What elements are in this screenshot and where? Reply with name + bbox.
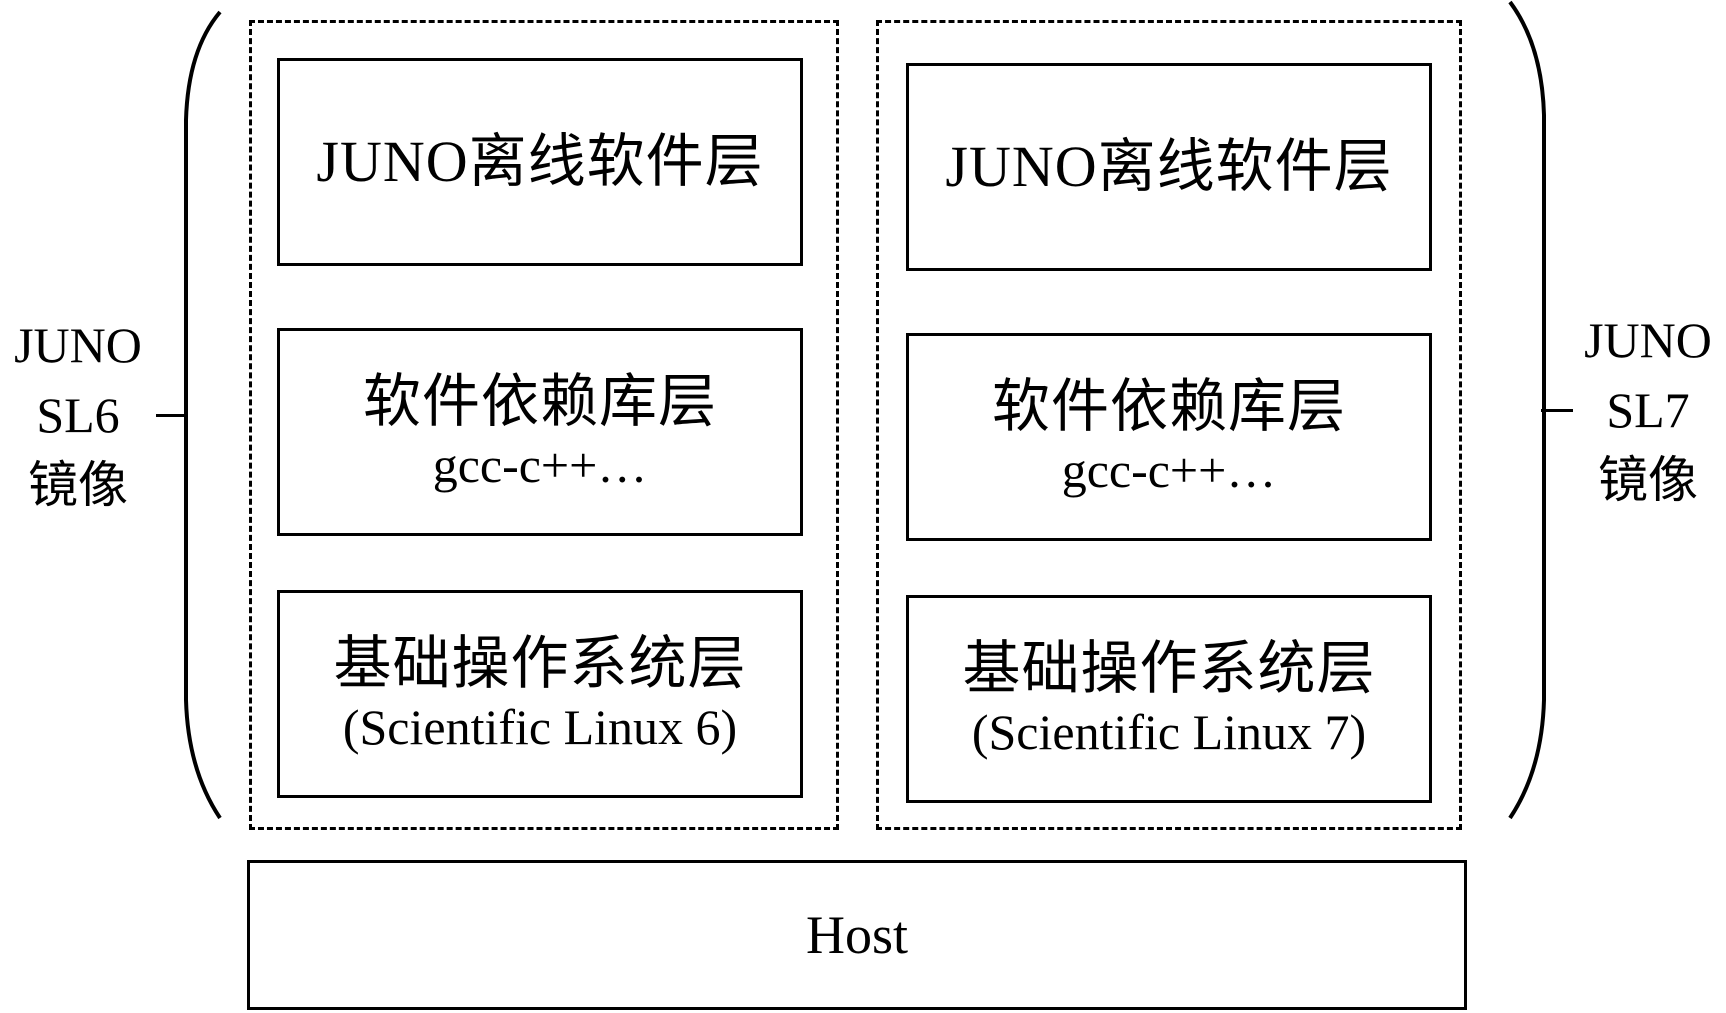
sl6-dependency-layer: 软件依赖库层 gcc-c++… [277, 328, 803, 536]
left-image-label-line1: JUNO [14, 317, 142, 373]
sl6-os-layer: 基础操作系统层 (Scientific Linux 6) [277, 590, 803, 798]
host-layer-label: Host [805, 905, 908, 965]
sl6-offline-software-layer: JUNO离线软件层 [277, 58, 803, 266]
sl7-dependency-layer: 软件依赖库层 gcc-c++… [906, 333, 1432, 541]
sl7-os-layer-title: 基础操作系统层 [962, 635, 1376, 701]
right-image-label-line1: JUNO [1584, 312, 1712, 368]
sl7-os-layer-detail: (Scientific Linux 7) [971, 704, 1367, 761]
left-bracket-connector [156, 414, 188, 417]
right-image-label-line3: 镜像 [1598, 452, 1698, 508]
host-layer: Host [247, 860, 1467, 1010]
sl7-offline-software-layer: JUNO离线软件层 [906, 63, 1432, 271]
left-image-bracket [184, 10, 222, 820]
sl7-dependency-layer-detail: gcc-c++… [1061, 442, 1277, 499]
right-image-label: JUNO SL7 镜像 [1570, 305, 1726, 515]
sl7-offline-software-layer-title: JUNO离线软件层 [945, 133, 1393, 199]
sl6-image-stack [249, 20, 839, 830]
sl7-dependency-layer-title: 软件依赖库层 [991, 373, 1346, 439]
sl6-offline-software-layer-title: JUNO离线软件层 [316, 128, 764, 194]
right-image-bracket [1508, 0, 1546, 820]
right-image-label-line2: SL7 [1606, 382, 1690, 438]
sl6-dependency-layer-detail: gcc-c++… [432, 437, 648, 494]
right-bracket-connector [1541, 409, 1573, 412]
left-image-label-line2: SL6 [36, 387, 120, 443]
left-image-label: JUNO SL6 镜像 [0, 310, 156, 520]
left-image-label-line3: 镜像 [28, 457, 128, 513]
sl6-os-layer-title: 基础操作系统层 [333, 630, 747, 696]
sl6-dependency-layer-title: 软件依赖库层 [362, 368, 717, 434]
sl6-os-layer-detail: (Scientific Linux 6) [342, 699, 738, 756]
sl7-image-stack [876, 20, 1462, 830]
sl7-os-layer: 基础操作系统层 (Scientific Linux 7) [906, 595, 1432, 803]
